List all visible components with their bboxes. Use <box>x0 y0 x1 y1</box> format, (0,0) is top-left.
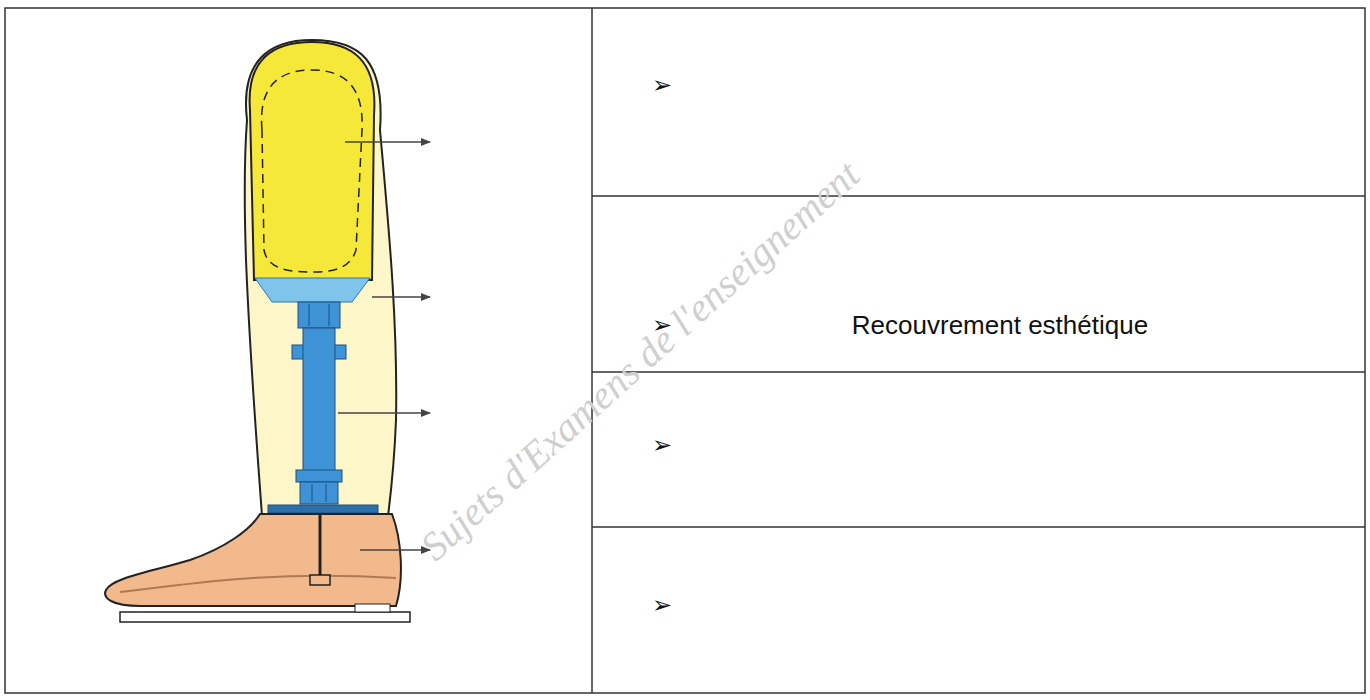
socket-adapter <box>255 278 370 302</box>
stump-outline <box>262 70 363 272</box>
ground-plate <box>120 612 410 622</box>
bullet-arrow: ➢ <box>652 311 672 339</box>
socket <box>250 42 375 280</box>
tube-clamp <box>296 470 342 482</box>
pyramid-adapter <box>298 302 340 328</box>
foot-bolt <box>319 514 322 575</box>
bullet-arrow: ➢ <box>652 71 672 99</box>
leader-arrow <box>338 412 430 414</box>
row-divider <box>592 195 1365 197</box>
table-cell-text: Recouvrement esthétique <box>852 310 1148 341</box>
row-divider <box>592 371 1365 373</box>
watermark: Sujets d'Examens de l'enseignement <box>411 151 869 570</box>
foot-plate <box>268 505 378 513</box>
leader-arrow <box>345 141 430 143</box>
column-divider <box>591 8 593 693</box>
leader-arrow <box>360 549 430 551</box>
bullet-arrow: ➢ <box>652 591 672 619</box>
bullet-arrow: ➢ <box>652 431 672 459</box>
foot-adapter <box>300 482 338 504</box>
leader-arrow <box>372 296 430 298</box>
cosmetic-cover <box>245 40 397 516</box>
prosthetic-foot <box>105 514 401 606</box>
row-divider <box>592 526 1365 528</box>
table-frame <box>5 8 1365 693</box>
